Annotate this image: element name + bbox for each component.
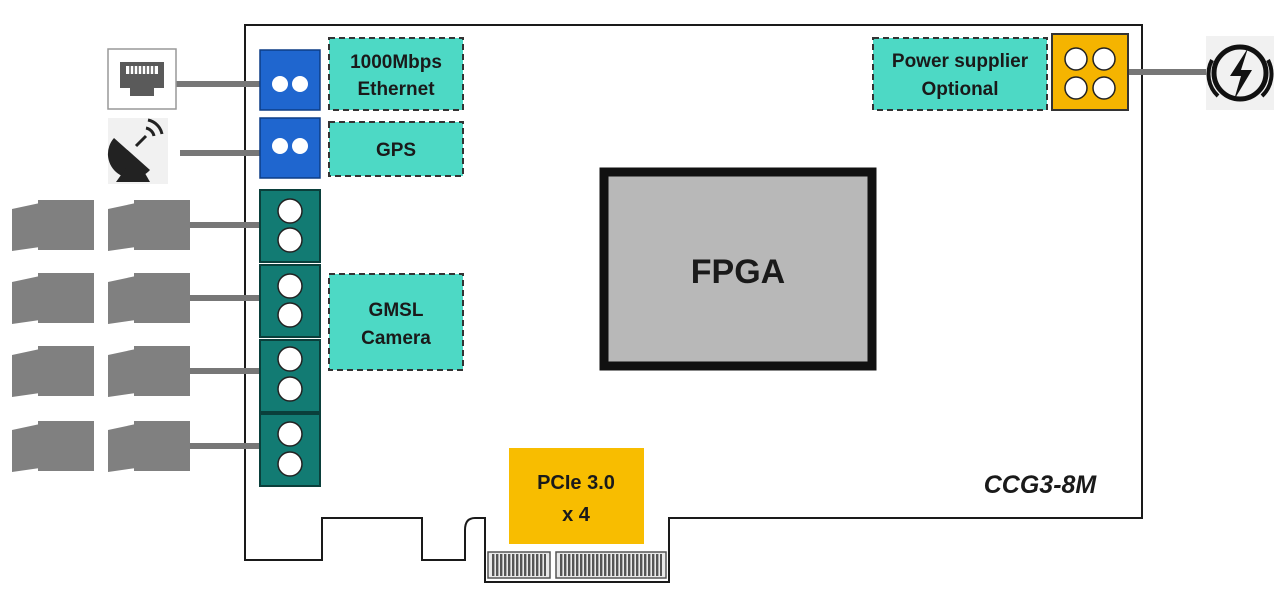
power-label-line-1: Power supplier xyxy=(892,51,1029,72)
ethernet-connector xyxy=(259,49,321,111)
fpga-chip: FPGA xyxy=(599,167,877,371)
camera-icon xyxy=(108,346,190,397)
camera-icon xyxy=(12,273,94,324)
gmsl-connector-4 xyxy=(259,413,321,487)
camera-label-line-1: GMSL xyxy=(369,300,424,321)
gmsl-connector-1 xyxy=(259,189,321,263)
gmsl-connector-3 xyxy=(259,339,321,413)
camera-icon xyxy=(12,421,94,472)
camera-label-line-2: Camera xyxy=(361,328,431,349)
fpga-label: FPGA xyxy=(691,253,785,291)
pcie-box: PCIe 3.0 x 4 xyxy=(509,448,644,544)
power-label-box: Power supplier Optional xyxy=(872,37,1048,111)
gps-connector xyxy=(259,117,321,179)
pcie-edge-connector xyxy=(487,551,667,579)
pcie-label-line-1: PCIe 3.0 xyxy=(537,472,615,494)
cables xyxy=(176,69,1210,449)
gps-label-box: GPS xyxy=(328,121,464,177)
board-model-name: CCG3-8M xyxy=(984,471,1098,499)
camera-icon xyxy=(108,200,190,251)
satellite-dish-icon xyxy=(107,118,168,184)
power-connector xyxy=(1051,33,1129,111)
camera-icon xyxy=(12,200,94,251)
camera-icon xyxy=(12,346,94,397)
ethernet-label-line-2: Ethernet xyxy=(357,79,435,100)
camera-icons xyxy=(12,200,190,472)
gmsl-connector-2 xyxy=(259,264,321,338)
ethernet-label-box: 1000Mbps Ethernet xyxy=(328,37,464,111)
camera-icon xyxy=(108,273,190,324)
power-label-line-2: Optional xyxy=(921,79,998,100)
camera-label-box: GMSL Camera xyxy=(328,273,464,371)
ethernet-port-icon xyxy=(107,48,177,110)
gps-label: GPS xyxy=(376,140,416,161)
camera-icon xyxy=(108,421,190,472)
ethernet-label-line-1: 1000Mbps xyxy=(350,52,442,73)
pcie-label-line-2: x 4 xyxy=(562,504,591,526)
lightning-bolt-icon xyxy=(1206,36,1274,110)
